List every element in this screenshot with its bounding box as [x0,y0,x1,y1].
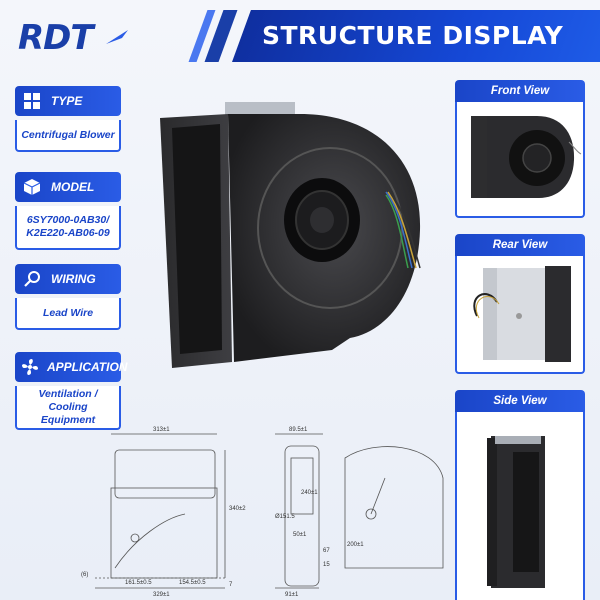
spec-card-wiring: WIRING Lead Wire [15,264,121,330]
dim-side-b: 50±1 [293,532,307,538]
spec-value: Ventilation / Cooling Equipment [15,386,121,430]
cube-icon [21,176,43,198]
dim-depth-base: 91±1 [285,592,299,598]
technical-drawings: 313±1 340±2 161.5±0.5 154.5±0.5 329±1 (6… [81,427,444,598]
dim-left-offset: 161.5±0.5 [125,580,152,586]
dim-inner-a: 67 [323,548,330,554]
spec-card-header: TYPE [15,86,121,116]
rear-view-panel: Rear View [455,234,585,374]
dim-diameter: Ø151.5 [275,514,295,520]
brand-logo: RDT [18,18,138,58]
plug-icon [21,268,43,290]
grid-icon [21,90,43,112]
front-view-panel: Front View [455,80,585,218]
dim-depth-top: 89.5±1 [289,427,308,433]
spec-value: Lead Wire [15,298,121,330]
dim-right-offset: 154.5±0.5 [179,580,206,586]
spec-card-header: APPLICATION [15,352,127,382]
dim-side-c: 200±1 [347,542,364,548]
side-view-image [455,412,585,600]
blower-product-image [160,102,421,368]
spec-card-header: MODEL [15,172,121,202]
spec-label: WIRING [51,272,96,286]
spec-label: MODEL [51,180,95,194]
spec-card-model: MODEL 6SY7000-0AB30/ K2E220-AB06-09 [15,172,121,250]
rear-view-image [455,256,585,374]
spec-card-application: APPLICATION Ventilation / Cooling Equipm… [15,352,127,430]
view-title: Side View [455,390,585,412]
spec-card-header: WIRING [15,264,121,294]
front-view-image [455,102,585,218]
side-view-panel: Side View [455,390,585,600]
page-title: STRUCTURE DISPLAY [262,21,564,50]
spec-card-type: TYPE Centrifugal Blower [15,86,121,152]
spec-value: 6SY7000-0AB30/ K2E220-AB06-09 [15,206,121,250]
view-title: Front View [455,80,585,102]
logo-swoosh-icon [106,30,128,44]
logo-text: RDT [18,18,94,58]
dim-height-total: 340±2 [229,506,246,512]
spec-label: TYPE [51,94,83,108]
view-title: Rear View [455,234,585,256]
fan-icon [21,356,39,378]
dim-side-a: 240±1 [301,490,318,496]
spec-label: APPLICATION [47,360,128,374]
dim-small-b: 7 [229,582,233,588]
dim-small-a: (6) [81,572,88,578]
dim-inner-b: 15 [323,562,330,568]
dim-width-total: 313±1 [153,427,170,433]
dim-base-width: 329±1 [153,592,170,598]
spec-value: Centrifugal Blower [15,120,121,152]
